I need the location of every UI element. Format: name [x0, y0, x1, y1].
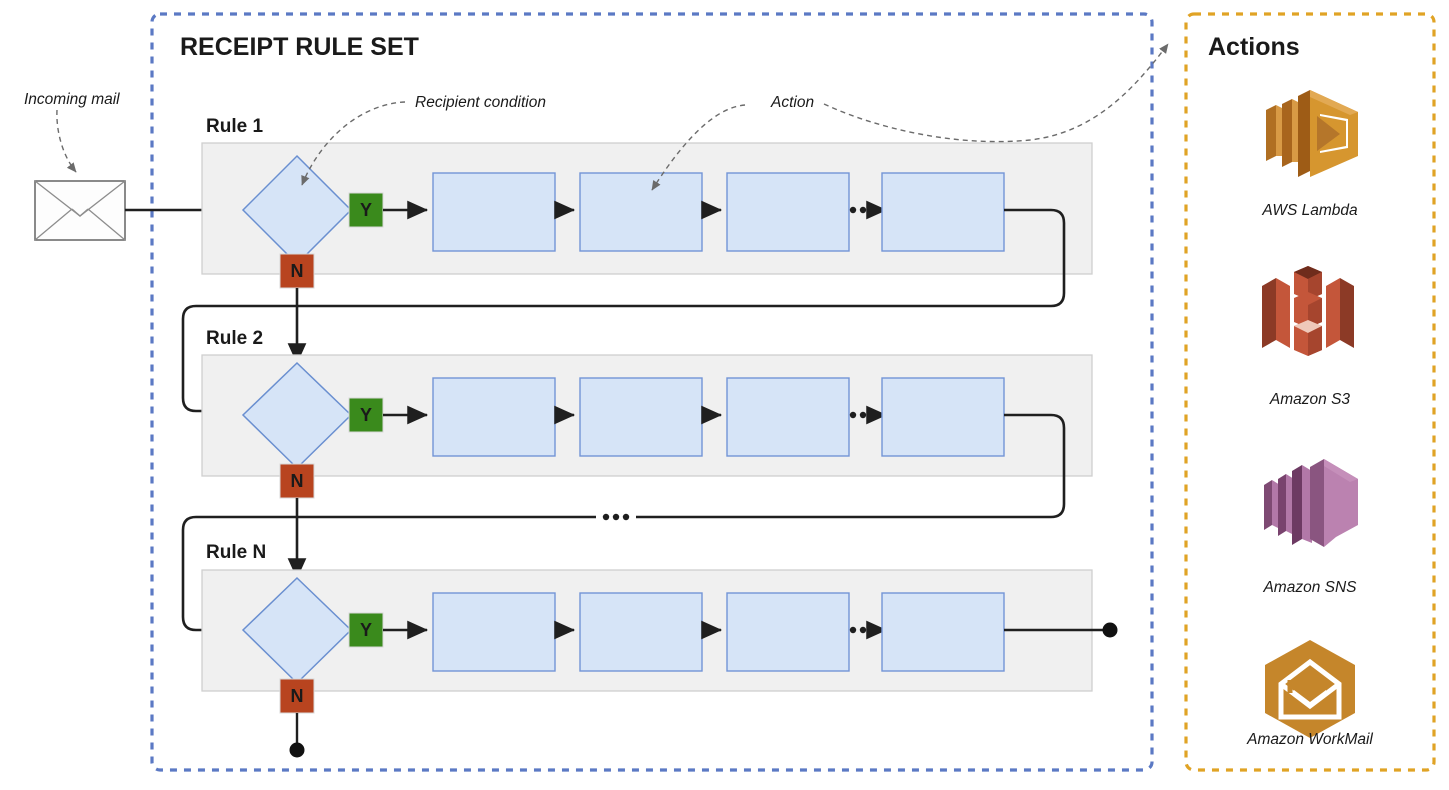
- rule-1-no-label: N: [291, 261, 304, 281]
- page-title: RECEIPT RULE SET: [180, 33, 419, 61]
- amazon-workmail-icon: [1265, 640, 1355, 738]
- rule-n-action-box-1: [432, 592, 556, 672]
- recipient-condition-leader: [301, 101, 406, 186]
- rule-1-loopback: [181, 208, 1066, 421]
- rule-n-no-badge: [279, 678, 315, 714]
- actions-panel-border: [1184, 12, 1436, 772]
- rule-2-actions-ellipsis: [849, 411, 877, 419]
- rule-2-action-box-2: [579, 377, 703, 457]
- actions-item-label-1: Amazon S3: [1269, 391, 1351, 408]
- actions-item-label-3: Amazon WorkMail: [1246, 731, 1373, 748]
- action-leader: [651, 104, 746, 191]
- rule-1-action-box-1: [432, 172, 556, 252]
- action-to-actions-panel-leader: [823, 43, 1169, 143]
- rule-2-action-box-1: [432, 377, 556, 457]
- action-label: Action: [770, 94, 814, 111]
- rule-2-action-box-n: [881, 377, 1005, 457]
- rule-2-yes-badge: [348, 397, 384, 433]
- rule-2-label: Rule 2: [206, 328, 263, 349]
- rule-2-loopback-ellipsis: [602, 513, 630, 521]
- actions-item-label-2: Amazon SNS: [1262, 579, 1357, 596]
- rule-n-terminal-dot: [1102, 622, 1118, 638]
- rule-n-action-box-n: [881, 592, 1005, 672]
- incoming-mail-leader: [56, 109, 77, 173]
- rule-1-action-box-3: [726, 172, 850, 252]
- rule-2-yes-label: Y: [360, 405, 372, 425]
- receipt-rule-set-border: [150, 12, 1154, 772]
- rule-1-label: Rule 1: [206, 116, 263, 137]
- actions-panel-title: Actions: [1208, 33, 1300, 61]
- rule-1-action-box-n: [881, 172, 1005, 252]
- rule-1-yes-badge: [348, 192, 384, 228]
- rule-2-no-badge: [279, 463, 315, 499]
- actions-item-label-0: AWS Lambda: [1261, 202, 1358, 219]
- rule-2-loopback-right: [636, 413, 1066, 519]
- rule-1-actions-ellipsis: [849, 206, 877, 214]
- aws-lambda-icon: [1266, 90, 1358, 177]
- rule-1-action-box-2: [579, 172, 703, 252]
- rule-n-actions-ellipsis: [849, 626, 877, 634]
- rule-n-yes-label: Y: [360, 620, 372, 640]
- rule-2-action-box-3: [726, 377, 850, 457]
- incoming-mail-label: Incoming mail: [24, 91, 120, 108]
- recipient-condition-label: Recipient condition: [415, 94, 546, 111]
- rule-n-label: Rule N: [206, 542, 266, 563]
- rule-n-action-box-3: [726, 592, 850, 672]
- rule-n-action-box-2: [579, 592, 703, 672]
- rule-n-no-terminal-dot: [289, 742, 305, 758]
- rule-n-no-label: N: [291, 686, 304, 706]
- rule-2-loopback-left: [181, 515, 596, 640]
- rule-1-yes-label: Y: [360, 200, 372, 220]
- envelope-icon: [34, 180, 126, 241]
- rule-2-no-label: N: [291, 471, 304, 491]
- amazon-sns-icon: [1264, 459, 1358, 547]
- amazon-s3-icon: [1262, 266, 1354, 356]
